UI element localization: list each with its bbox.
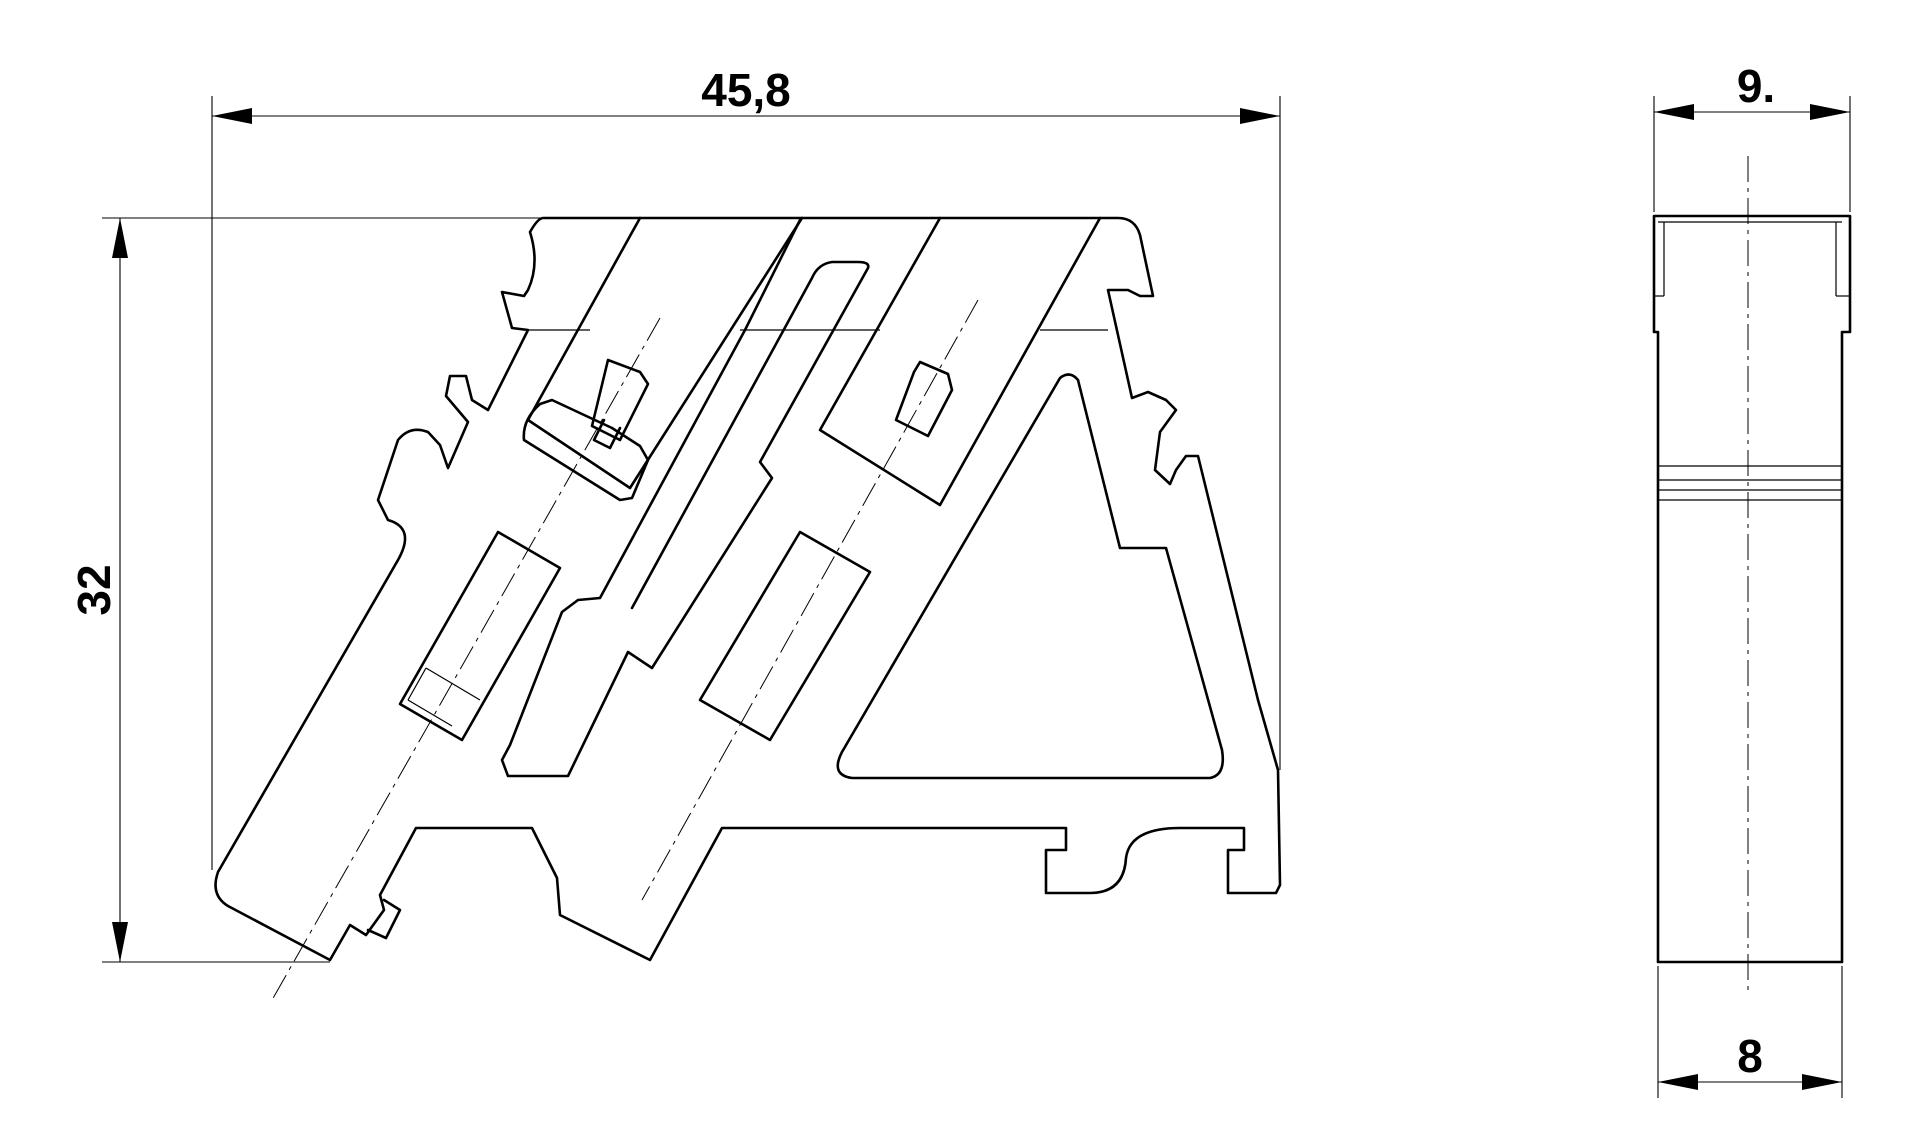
height-dimension-label: 32 [68, 564, 120, 615]
side-top-arrow-left [1654, 104, 1694, 120]
diagonal-slot-1 [526, 216, 804, 490]
central-strip [500, 218, 870, 778]
left-slot-inner [407, 667, 481, 727]
screw-head-right [894, 360, 954, 438]
side-top-dimension: 9. [1653, 60, 1851, 212]
front-view [214, 216, 1282, 1001]
side-bottom-dimension-label: 8 [1737, 1030, 1763, 1082]
width-dimension: 45,8 [211, 64, 1281, 870]
screw-shaft-left [592, 418, 622, 450]
height-dimension: 32 [68, 217, 540, 963]
side-view-outline [1652, 214, 1852, 964]
width-arrow-left [212, 108, 252, 124]
width-arrow-right [1240, 108, 1280, 124]
clamp-plate [522, 398, 650, 502]
side-bottom-arrow-right [1802, 1074, 1842, 1090]
center-line-1 [271, 317, 661, 1001]
side-bottom-arrow-left [1658, 1074, 1698, 1090]
side-top-arrow-right [1810, 104, 1850, 120]
height-arrow-top [112, 218, 128, 258]
side-view [1652, 156, 1852, 990]
bottom-tab [366, 898, 402, 940]
width-dimension-label: 45,8 [701, 64, 791, 116]
height-arrow-bottom [112, 922, 128, 962]
side-top-dimension-label: 9. [1737, 60, 1775, 112]
side-bottom-dimension: 8 [1657, 966, 1843, 1098]
screw-head-left [590, 358, 650, 442]
front-view-outline [214, 216, 1282, 962]
diagonal-slot-2 [818, 216, 1102, 507]
center-slot [698, 530, 872, 742]
center-line-2 [641, 299, 979, 901]
left-slot [398, 530, 562, 742]
triangle-cutout [836, 373, 1225, 780]
